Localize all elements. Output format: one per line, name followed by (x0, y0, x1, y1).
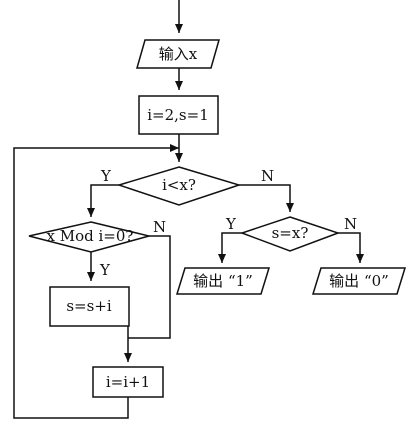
output-one-label: 输出 “1” (193, 272, 253, 290)
loop-yes-label: Y (100, 167, 112, 185)
mod-yes-label: Y (99, 261, 111, 279)
init-node (138, 95, 219, 135)
arrow-loop-back (13, 144, 179, 419)
arrow-mod-no (128, 235, 171, 339)
input-label: 输入x (159, 45, 198, 63)
mod-no-label: N (153, 218, 166, 236)
arrow-loop-no (239, 184, 294, 212)
equal-no-label: N (344, 215, 357, 233)
increment-label: i=i+1 (106, 373, 150, 391)
accumulate-node (49, 286, 130, 327)
accumulate-label: s=s+i (66, 297, 112, 315)
arrow-equal-yes (218, 232, 242, 263)
arrow-equal-no (338, 232, 364, 263)
input-node (136, 39, 220, 69)
arrow-loop-yes (87, 184, 119, 217)
output-one-node (175, 267, 271, 295)
output-zero-node (311, 267, 407, 295)
loop-condition-node (116, 166, 242, 206)
equal-condition-node (239, 216, 341, 252)
equal-condition-label: s=x? (272, 224, 309, 242)
output-zero-label: 输出 “0” (329, 272, 389, 290)
init-label: i=2,s=1 (147, 106, 209, 124)
loop-no-label: N (261, 167, 274, 185)
equal-yes-label: Y (225, 215, 237, 233)
mod-condition-label: x Mod i=0? (47, 227, 134, 245)
loop-condition-label: i<x? (162, 176, 196, 194)
